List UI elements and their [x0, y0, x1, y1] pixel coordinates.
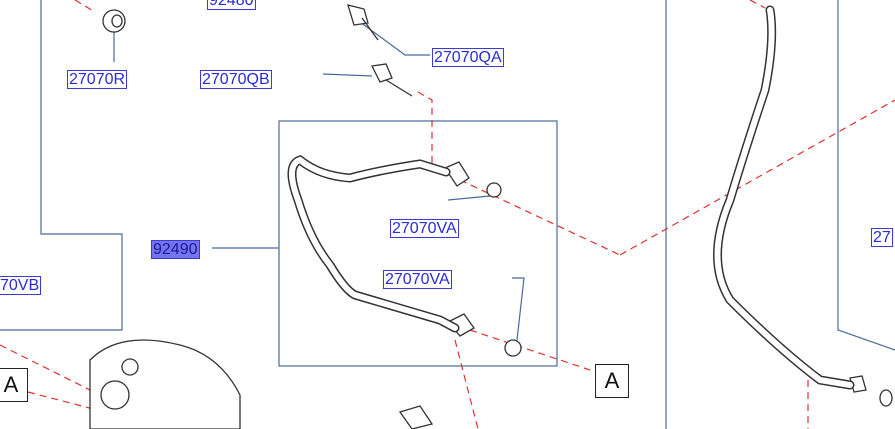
reference-marker-a-left: A	[0, 368, 28, 402]
part-label-92490[interactable]: 92490	[151, 240, 200, 259]
part-label-27070VB[interactable]: 70VB	[0, 276, 42, 295]
part-label-27070QB[interactable]: 27070QB	[200, 70, 272, 89]
part-label-27070VA-upper[interactable]: 27070VA	[390, 219, 459, 238]
parts	[89, 4, 893, 429]
part-label-right-partial[interactable]: 27	[871, 228, 893, 247]
part-label-92480[interactable]: 92480	[207, 0, 256, 10]
part-label-27070VA-lower[interactable]: 27070VA	[383, 270, 452, 289]
part-label-27070QA[interactable]: 27070QA	[432, 48, 504, 67]
reference-marker-a-right: A	[595, 364, 629, 398]
part-label-27070R[interactable]: 27070R	[67, 70, 128, 89]
